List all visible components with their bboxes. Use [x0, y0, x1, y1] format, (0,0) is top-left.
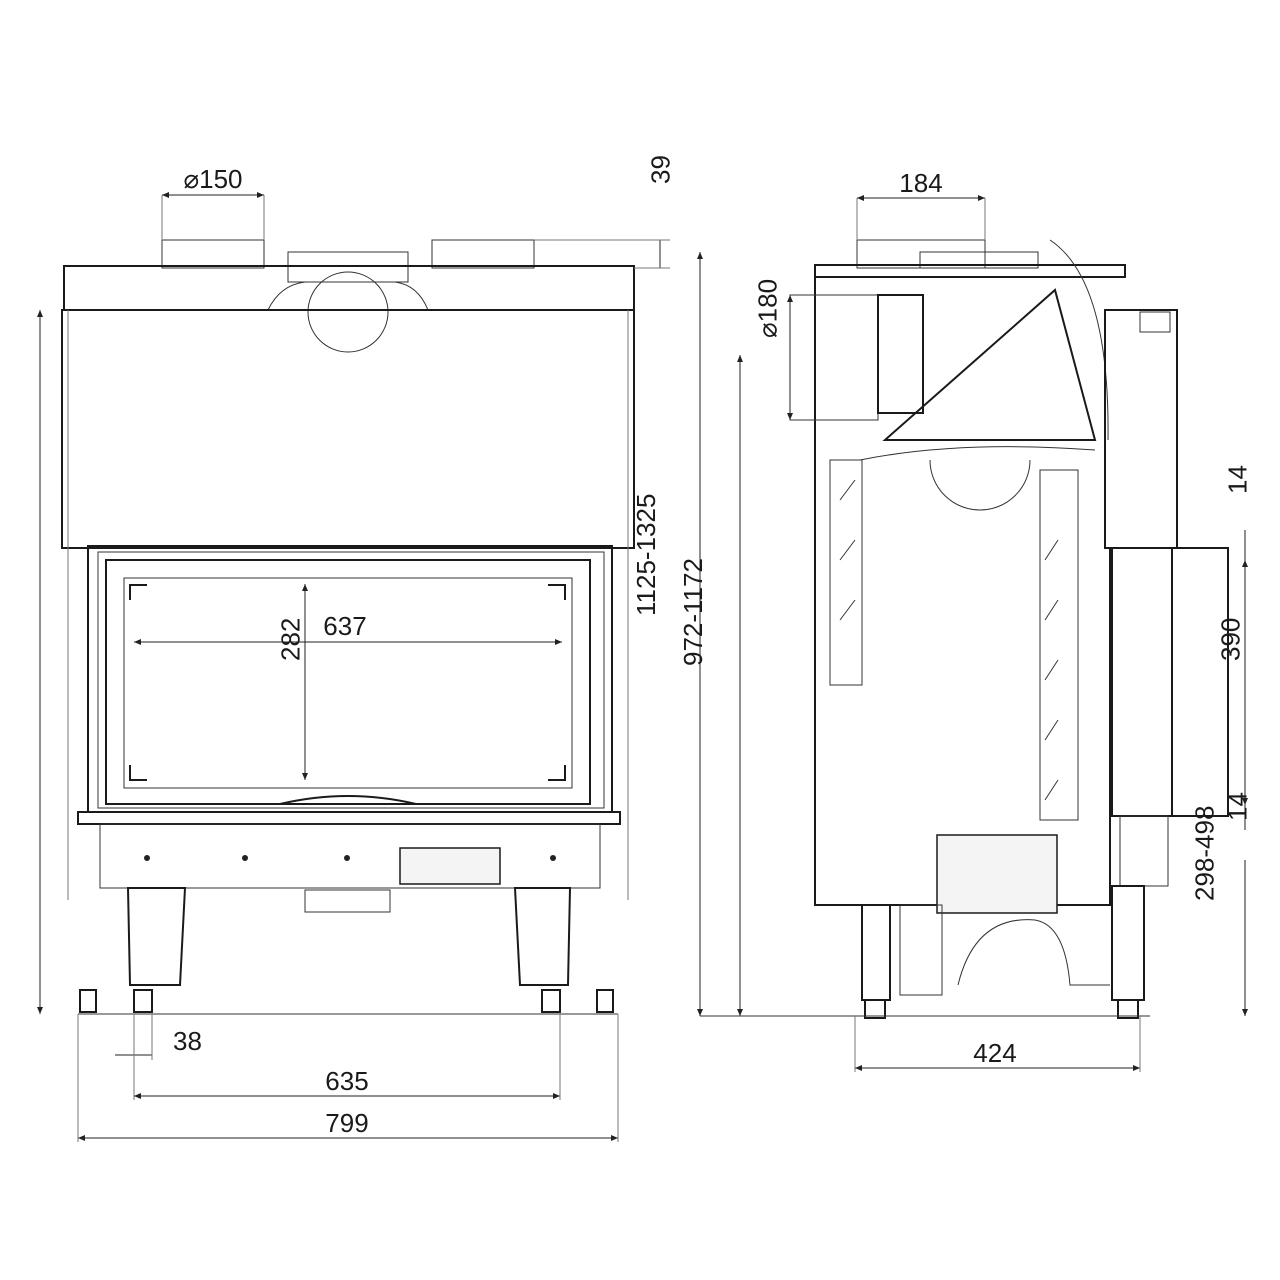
side-ash-box	[936, 834, 1058, 914]
dim-total-width: 799	[325, 1108, 368, 1138]
dim-flue-width: 184	[899, 168, 942, 198]
side-leg-right	[1111, 885, 1145, 1001]
door-handle	[279, 795, 417, 805]
dim-foot-width: 38	[173, 1026, 202, 1056]
dim-flange-top: 14	[1223, 465, 1253, 494]
dim-inlet-height: 972-1172	[678, 558, 708, 666]
dim-flange-bottom: 14	[1223, 792, 1253, 821]
front-view	[61, 239, 635, 1015]
base-plate	[77, 811, 621, 825]
glass	[123, 577, 573, 789]
side-top-plate	[814, 264, 1126, 278]
dim-glass-height: 282	[275, 618, 305, 661]
top-plate	[63, 265, 635, 311]
damper	[267, 281, 429, 311]
glass-frame	[105, 559, 591, 805]
dim-outlet-height: 1125-1325	[631, 494, 661, 616]
leg-right	[513, 887, 572, 986]
door-frame	[87, 545, 613, 813]
foot	[596, 989, 614, 1013]
side-flue-collar	[856, 239, 986, 269]
side-leg-left	[861, 904, 891, 1001]
flue-collar-left	[161, 239, 265, 269]
dim-leg-spacing: 635	[325, 1066, 368, 1096]
side-view	[700, 239, 1229, 1019]
foot	[79, 989, 97, 1013]
dim-depth: 424	[973, 1038, 1016, 1068]
flue-collar-right	[431, 239, 535, 269]
foot	[541, 989, 561, 1013]
dim-flange-height: 390	[1215, 618, 1245, 661]
dim-air-inlet-diameter: ⌀180	[752, 279, 782, 338]
ash-box	[399, 847, 501, 885]
convection-box	[1111, 547, 1173, 817]
control-panel	[1104, 309, 1178, 549]
dim-flue-diameter: ⌀150	[183, 164, 242, 194]
baffle	[882, 288, 1097, 441]
foot	[133, 989, 153, 1013]
body-upper	[61, 309, 635, 549]
side-dimensions: 184 ⌀180 1125-1325 972-1172 14 390 14 29…	[631, 168, 1253, 1072]
dim-base-height: 298-498	[1189, 806, 1219, 901]
dim-glass-width: 637	[323, 611, 366, 641]
outlet-flange	[1171, 547, 1229, 817]
air-intake	[789, 294, 879, 421]
leg-left	[126, 887, 187, 986]
front-dimensions: ⌀150 39 637 282 1039-1239 38 635 799	[37, 155, 676, 1142]
dim-top-offset: 39	[646, 155, 676, 184]
